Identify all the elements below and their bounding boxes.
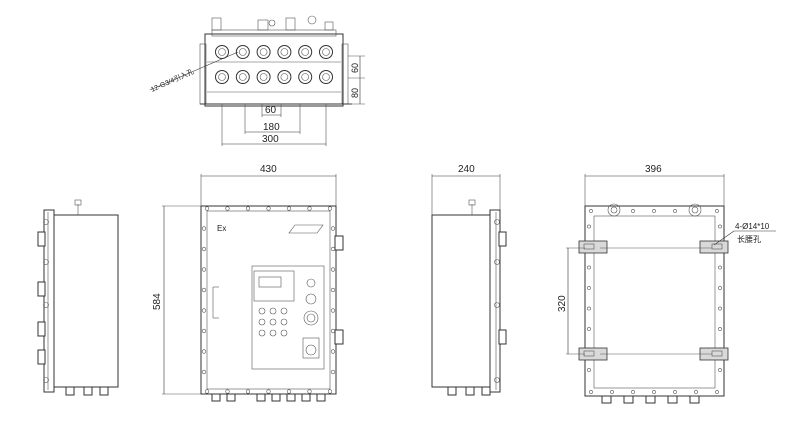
- front-view: Ex 430 584: [152, 164, 344, 402]
- back-view: 396 320 4-Ø14*10 长腰孔: [557, 164, 776, 404]
- gland-icon: [298, 45, 313, 59]
- gland-icon: [256, 45, 271, 59]
- dim-depth-240: 240: [458, 164, 475, 175]
- dim-60-horizontal: 60: [265, 105, 277, 116]
- top-view: 12-G3/4引入孔 60 180 300 60 80: [149, 15, 365, 146]
- dim-width-430: 430: [260, 164, 277, 175]
- gland-icon: [235, 70, 250, 84]
- gland-icon: [256, 70, 271, 84]
- hole-name: 长腰孔: [737, 234, 761, 244]
- gland-icon: [215, 45, 229, 59]
- gland-icon: [319, 70, 333, 84]
- hole-spec: 4-Ø14*10: [735, 222, 770, 231]
- gland-icon: [298, 70, 313, 84]
- entry-label: 12-G3/4引入孔: [149, 67, 195, 94]
- gland-icon: [277, 45, 292, 59]
- dim-height-584: 584: [152, 293, 163, 310]
- ex-mark: Ex: [217, 224, 226, 233]
- dim-mount-320: 320: [557, 295, 568, 312]
- dim-60-vertical: 60: [350, 63, 360, 73]
- dim-180: 180: [263, 122, 280, 133]
- gland-icon: [215, 70, 229, 84]
- dim-80-vertical: 80: [350, 88, 360, 98]
- dim-width-396: 396: [645, 164, 662, 175]
- cable-glands: [215, 45, 333, 84]
- left-side-view: [37, 199, 119, 396]
- dim-300: 300: [262, 134, 279, 145]
- side-view: 240: [431, 164, 507, 396]
- gland-icon: [235, 45, 250, 59]
- gland-icon: [319, 45, 333, 59]
- gland-icon: [277, 70, 292, 84]
